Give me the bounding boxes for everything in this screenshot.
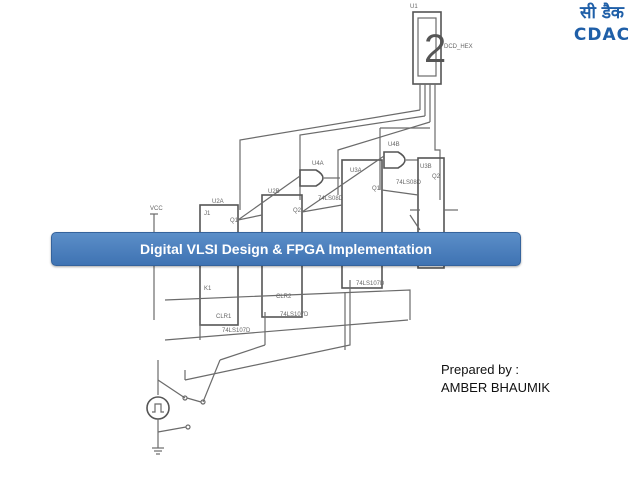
svg-text:CLR1: CLR1 [216, 314, 232, 320]
svg-text:74LS107D: 74LS107D [280, 312, 309, 318]
display-outline [412, 11, 442, 85]
display-part-label: DCD_HEX [444, 44, 473, 50]
title-banner: Digital VLSI Design & FPGA Implementatio… [51, 232, 521, 266]
author-name: AMBER BHAUMIK [441, 380, 551, 395]
slide-title: Digital VLSI Design & FPGA Implementatio… [140, 241, 432, 257]
prepared-by-label: Prepared by : [441, 362, 520, 377]
flip-flop-u3a: U3A 74LS107D Q1 [341, 159, 385, 289]
vcc-label: VCC [150, 206, 163, 212]
svg-text:74LS08D: 74LS08D [318, 196, 344, 202]
display-ref-label: U1 [410, 4, 418, 10]
and-gate-u4b: U4B 74LS08D [383, 142, 422, 186]
display-digit: 2 [424, 27, 446, 71]
svg-text:U3B: U3B [420, 164, 432, 170]
svg-text:Q1: Q1 [230, 218, 239, 224]
svg-text:U2B: U2B [268, 189, 280, 195]
svg-text:J1: J1 [204, 211, 211, 217]
svg-text:Q2: Q2 [432, 174, 441, 180]
prepared-by-block: Prepared by : AMBER BHAUMIK [441, 361, 631, 397]
svg-text:Q2: Q2 [293, 208, 302, 214]
clock-source [146, 360, 170, 455]
logo-hindi-text: सी डैक [580, 3, 624, 23]
display-inner [417, 17, 437, 77]
cdac-logo: सी डैक CDAC [566, 2, 638, 48]
svg-text:U3A: U3A [350, 168, 362, 174]
flip-flop-u3b: U3B Q2 [417, 157, 445, 269]
svg-text:74LS08D: 74LS08D [396, 180, 422, 186]
svg-text:K1: K1 [204, 286, 212, 292]
svg-text:U2A: U2A [212, 199, 224, 205]
svg-text:74LS107D: 74LS107D [356, 281, 385, 287]
svg-text:U4A: U4A [312, 161, 324, 167]
svg-text:Q1: Q1 [372, 186, 381, 192]
logo-latin-text: CDAC [573, 25, 631, 45]
svg-text:U4B: U4B [388, 142, 400, 148]
svg-text:74LS107D: 74LS107D [222, 328, 251, 334]
seven-segment-display: 2 U1 DCD_HEX [410, 4, 473, 128]
svg-text:CLR2: CLR2 [276, 294, 292, 300]
and-gate-u4a: U4A 74LS08D [299, 161, 344, 202]
switch [157, 359, 221, 433]
